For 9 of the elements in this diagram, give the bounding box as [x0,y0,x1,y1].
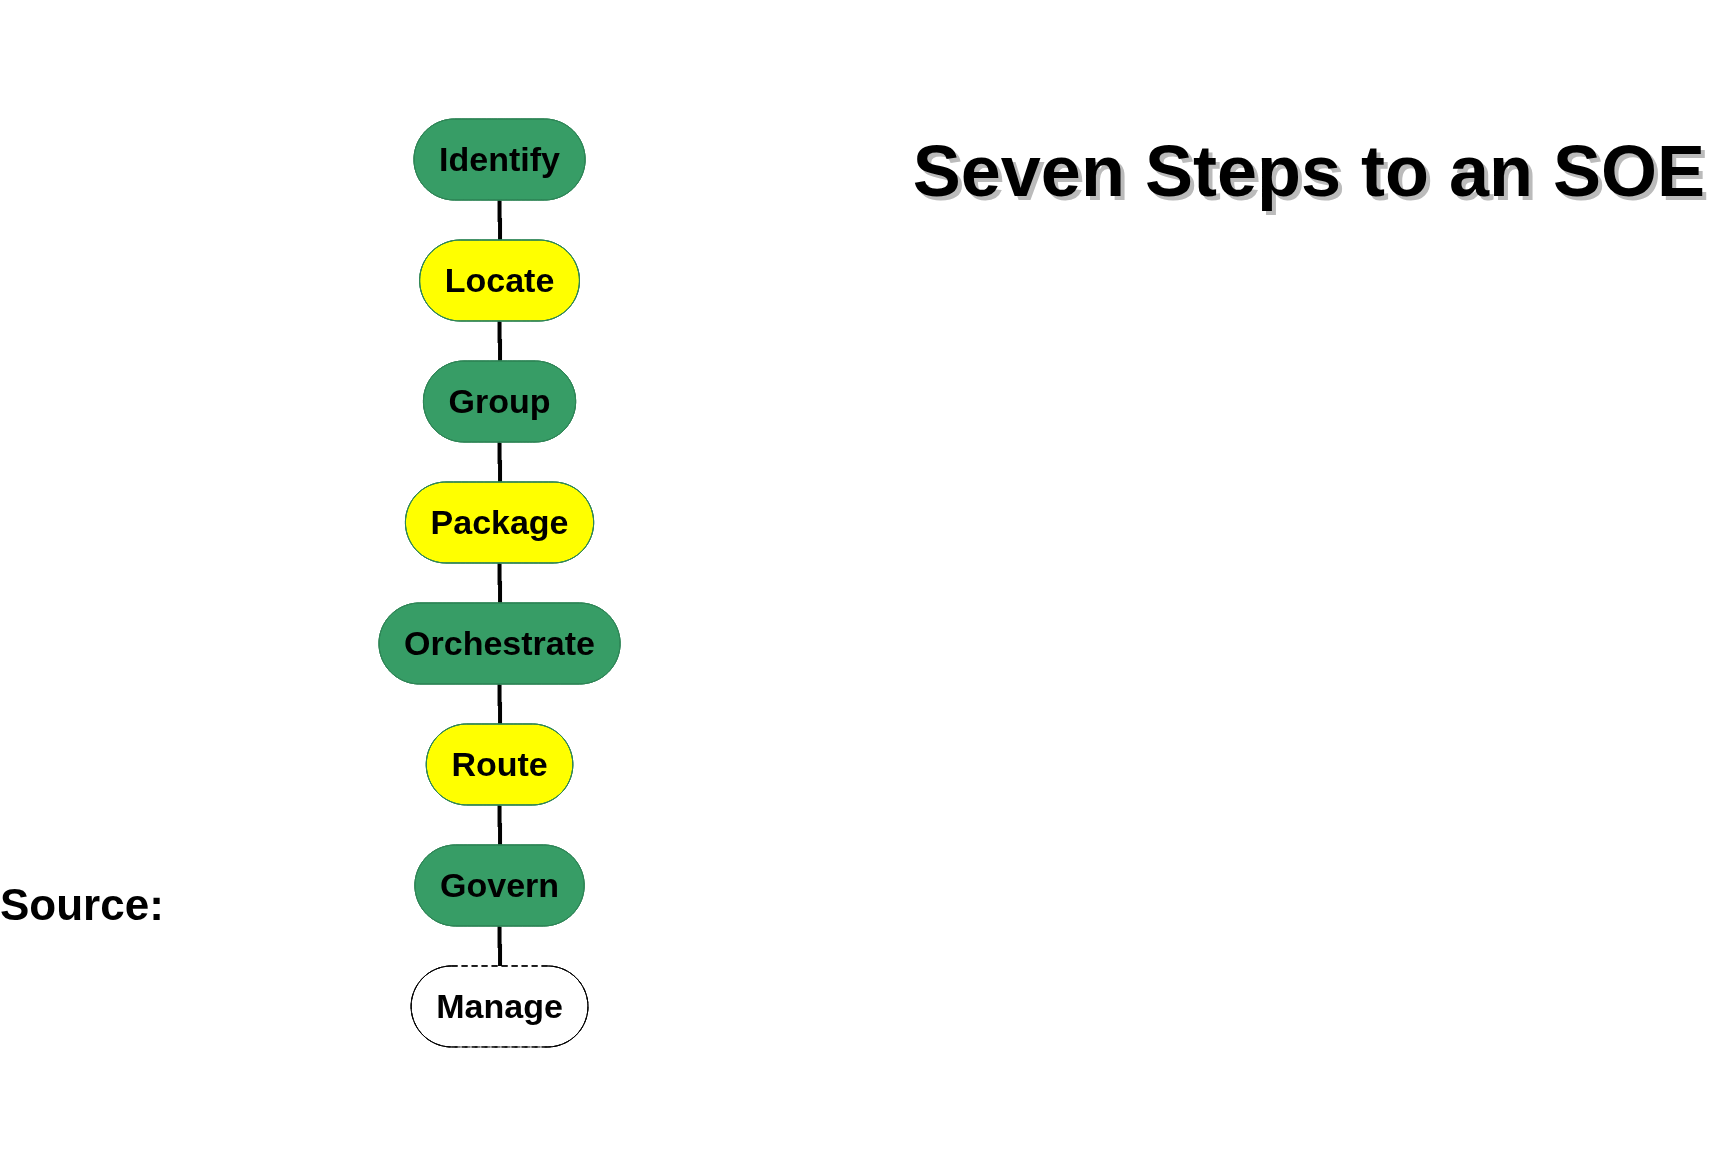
source-label: Source: [0,880,164,930]
connector [498,319,503,361]
connector [498,803,503,845]
connector [498,924,503,966]
title: Seven Steps to an SOE [912,130,1705,212]
connector [498,682,503,724]
connector [498,561,503,603]
connector [498,440,503,482]
connector [498,198,503,240]
